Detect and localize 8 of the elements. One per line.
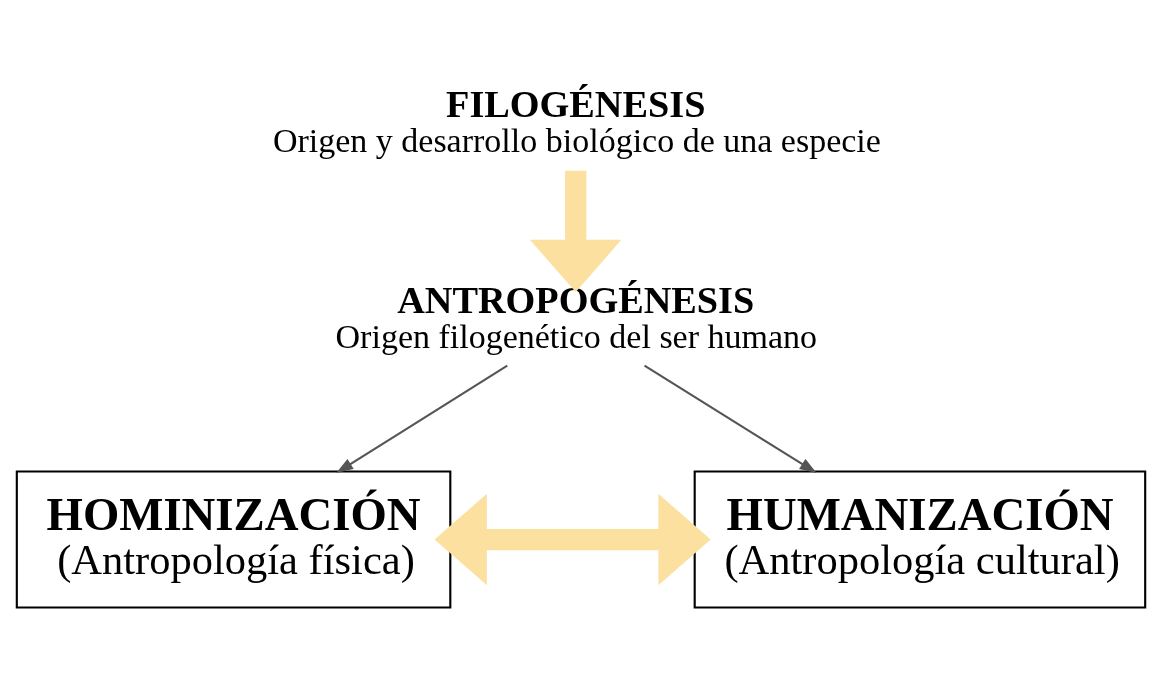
node-text: FILOGÉNESIS Origen y desarrollo biológico de una especie — [272, 82, 881, 159]
arrow — [434, 493, 711, 585]
arrow — [529, 170, 622, 292]
node-box: HOMINIZACIÓN (Antropología física) — [15, 469, 452, 609]
node-text: ANTROPOGÉNESIS Origen filogenético del ser humano — [335, 278, 818, 355]
arrow — [643, 364, 817, 473]
node-box: HUMANIZACIÓN (Antropología cultural) — [693, 469, 1147, 609]
arrow — [336, 364, 508, 473]
